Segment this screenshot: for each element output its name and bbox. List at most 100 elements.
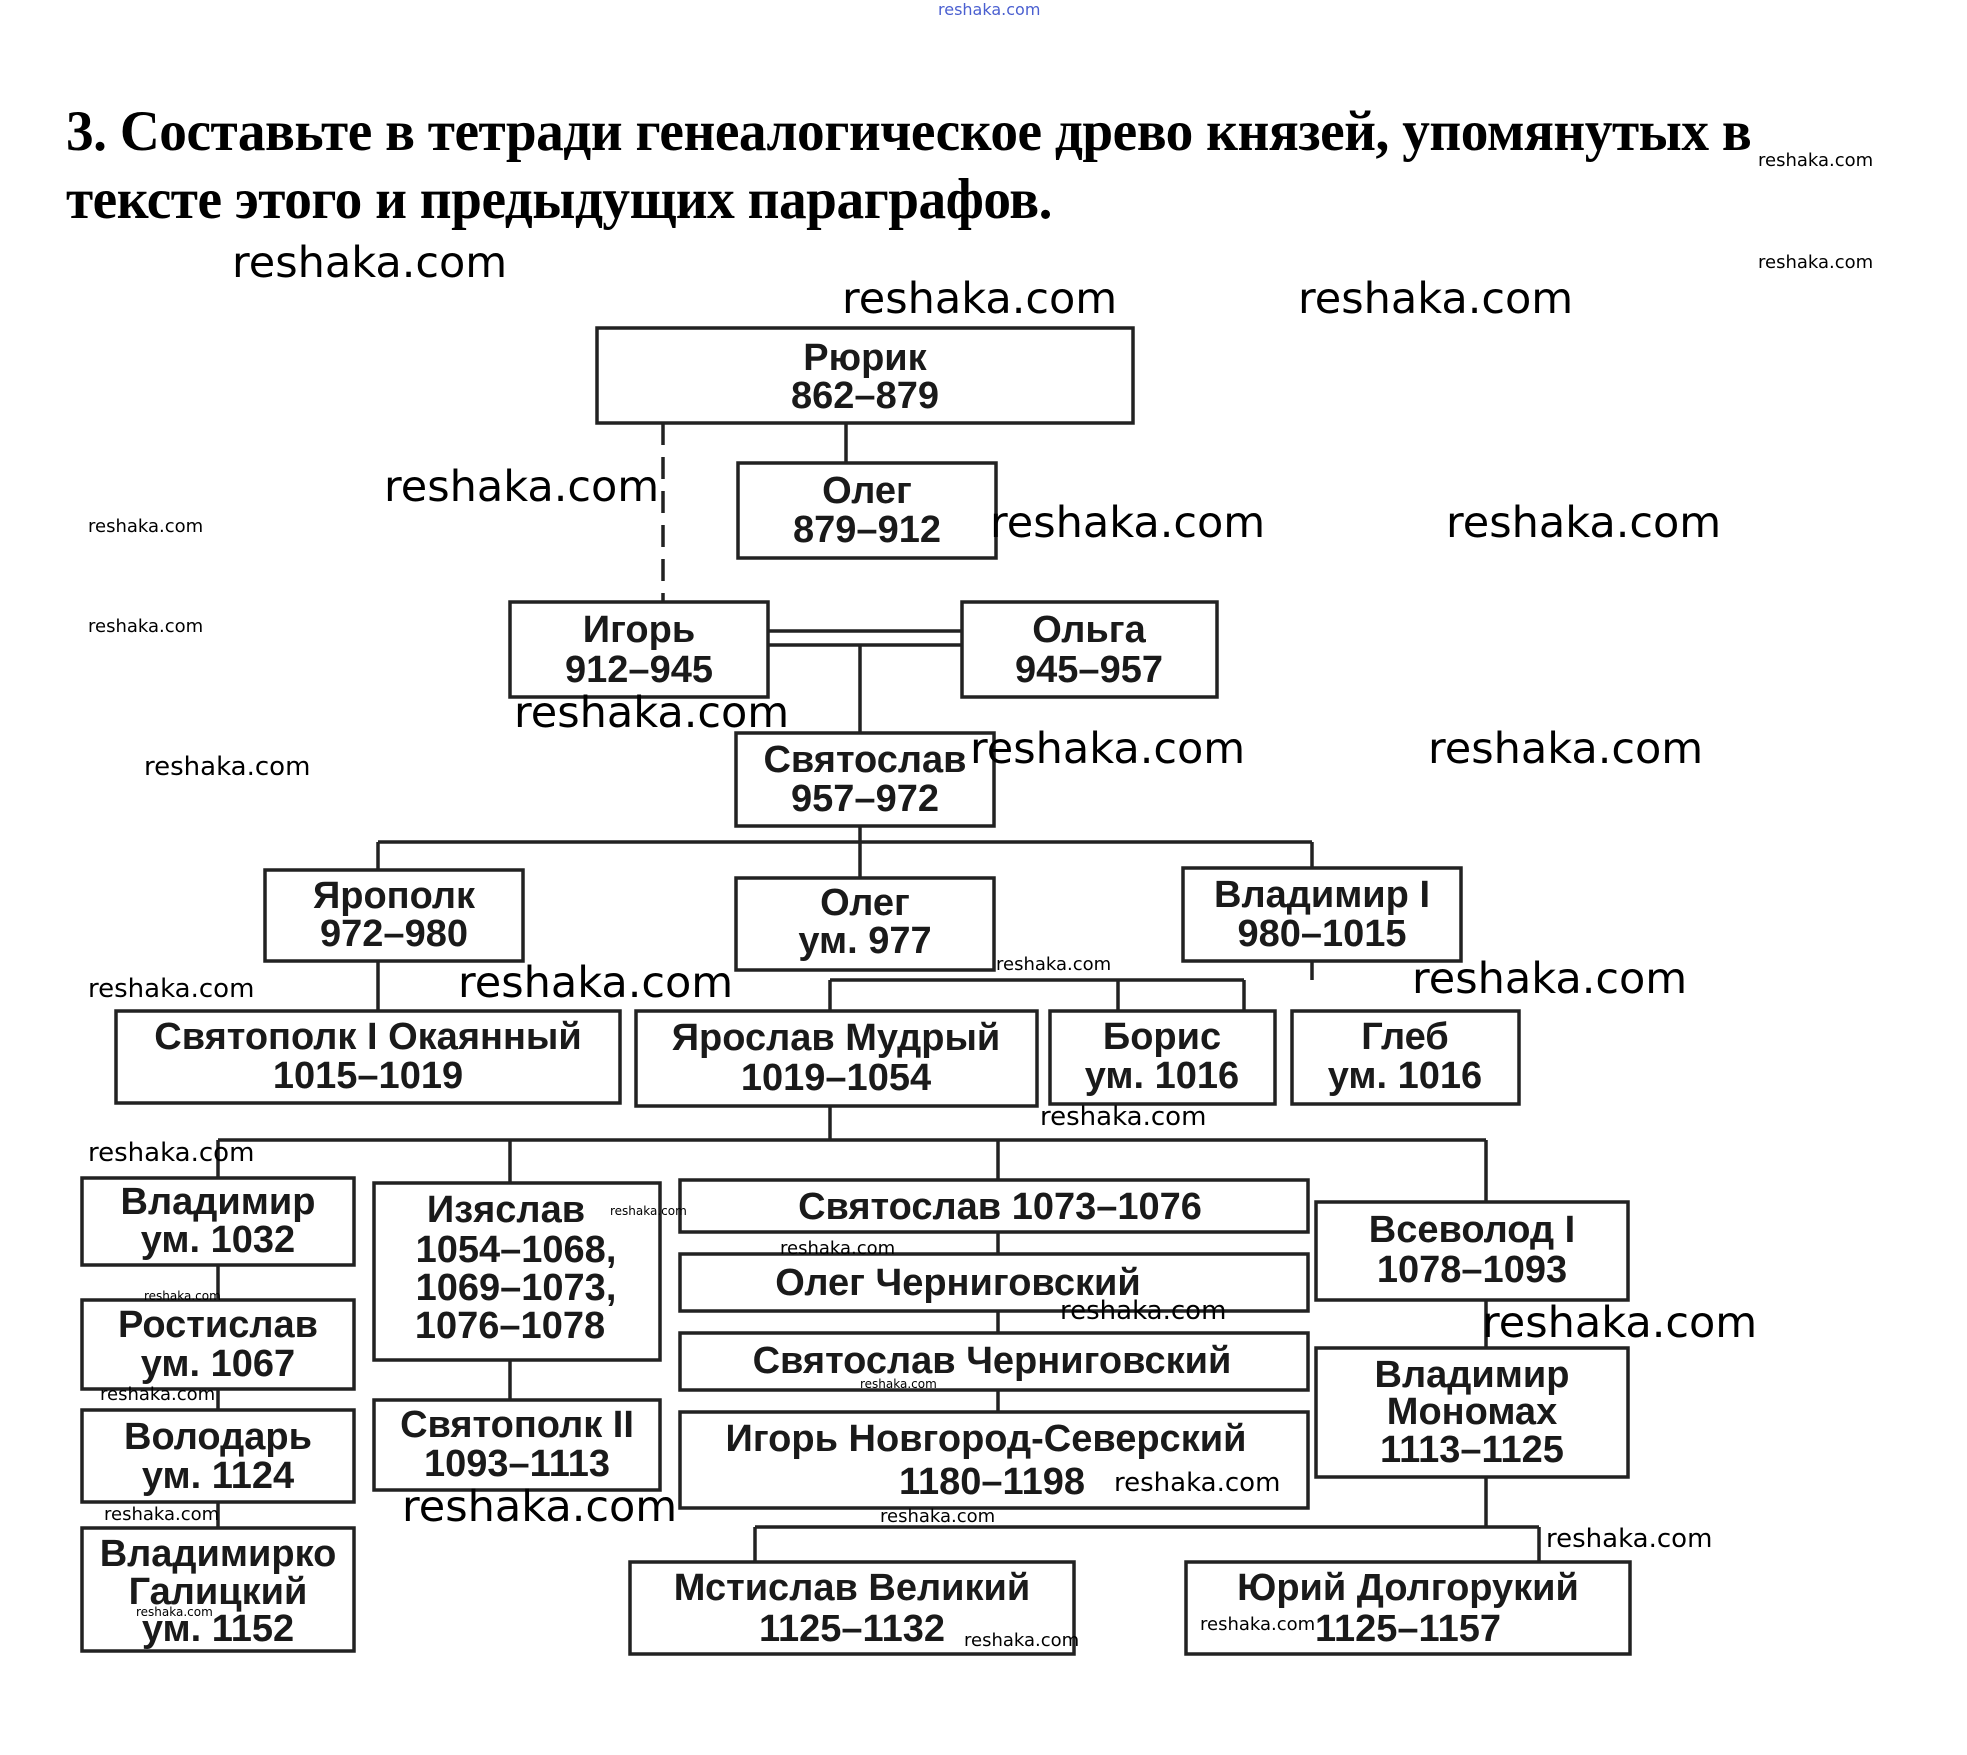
- task-heading-line-1: 3. Составьте в тетради генеалогическое д…: [66, 100, 1752, 163]
- watermark: reshaka.com: [938, 0, 1041, 19]
- watermark: reshaka.com: [1482, 1298, 1758, 1348]
- node-name: Юрий Долгорукий: [1237, 1567, 1579, 1609]
- node-mstislav: Мстислав Великий 1125–1132: [628, 1560, 1076, 1656]
- node-name: Святополк II: [400, 1404, 634, 1446]
- node-igor: Игорь 912–945: [508, 600, 770, 699]
- watermark: reshaka.com: [144, 752, 311, 782]
- node-dates: ум. 1124: [142, 1455, 294, 1497]
- node-name: Рюрик: [803, 337, 927, 379]
- node-yaropolk: Ярополк 972–980: [263, 868, 525, 963]
- node-name: Олег Черниговский: [775, 1262, 1140, 1304]
- node-name: Ярослав Мудрый: [672, 1017, 1001, 1059]
- node-dates: 1093–1113: [424, 1443, 610, 1485]
- node-vladimir-1: Владимир I 980–1015: [1181, 866, 1463, 963]
- watermark: reshaka.com: [88, 516, 204, 537]
- watermark: reshaka.com: [136, 1605, 213, 1619]
- node-name-2: Мономах: [1387, 1391, 1557, 1433]
- watermark: reshaka.com: [1060, 1296, 1227, 1326]
- node-name: Владимир I: [1214, 874, 1430, 916]
- node-name: Святослав Черниговский: [753, 1340, 1232, 1382]
- node-svyatoslav-chernigov: Святослав Черниговский: [678, 1331, 1310, 1392]
- watermark: reshaka.com: [1298, 274, 1574, 324]
- node-name: Олег: [822, 470, 912, 512]
- watermark: reshaka.com: [458, 958, 734, 1008]
- node-name: Святослав: [763, 739, 966, 781]
- node-boris: Борис ум. 1016: [1048, 1009, 1277, 1106]
- node-dates: 1019–1054: [741, 1057, 931, 1099]
- node-name: Глеб: [1361, 1016, 1448, 1058]
- watermark: reshaka.com: [232, 238, 508, 288]
- node-dates: 1015–1019: [273, 1055, 463, 1097]
- watermark: reshaka.com: [970, 724, 1246, 774]
- node-name: Олег: [820, 882, 910, 924]
- watermark: reshaka.com: [780, 1238, 896, 1259]
- node-name: Володарь: [124, 1416, 312, 1458]
- node-svyatopolk-1: Святополк I Окаянный 1015–1019: [114, 1009, 622, 1105]
- watermark: reshaka.com: [842, 274, 1118, 324]
- node-dates: 1113–1125: [1380, 1429, 1564, 1471]
- node-name: Ростислав: [118, 1304, 318, 1346]
- node-dates: 945–957: [1015, 649, 1163, 691]
- node-dates: ум. 1016: [1328, 1055, 1482, 1097]
- node-dates: 912–945: [565, 649, 713, 691]
- node-yuri: Юрий Долгорукий 1125–1157: [1184, 1560, 1632, 1656]
- node-name: Игорь Новгород-Северский: [726, 1418, 1247, 1460]
- node-name: Борис: [1103, 1016, 1221, 1058]
- node-oleg-977: Олег ум. 977: [734, 876, 996, 972]
- node-vladimir-monomakh: Владимир Мономах 1113–1125: [1314, 1346, 1630, 1479]
- watermark: reshaka.com: [384, 462, 660, 512]
- node-name: Владимир: [121, 1181, 316, 1223]
- watermark: reshaka.com: [88, 1138, 255, 1168]
- task-heading: 3. Составьте в тетради генеалогическое д…: [66, 98, 1890, 234]
- watermark: reshaka.com: [964, 1630, 1080, 1651]
- node-svyatoslav-1073: Святослав 1073–1076: [678, 1178, 1310, 1234]
- watermark: reshaka.com: [1040, 1102, 1207, 1132]
- node-dates: 972–980: [320, 913, 468, 955]
- watermark: reshaka.com: [88, 616, 204, 637]
- watermark: reshaka.com: [996, 954, 1112, 975]
- watermark: reshaka.com: [514, 688, 790, 738]
- node-dates: 1125–1132: [759, 1608, 945, 1650]
- node-gleb: Глеб ум. 1016: [1290, 1009, 1521, 1106]
- watermark: reshaka.com: [144, 1289, 221, 1303]
- watermark: reshaka.com: [1428, 724, 1704, 774]
- node-oleg-chernigov: Олег Черниговский: [678, 1252, 1310, 1313]
- node-name: Мстислав Великий: [674, 1567, 1030, 1609]
- node-dates: 1054–1068,: [416, 1229, 617, 1271]
- node-name: Владимир: [1375, 1354, 1570, 1396]
- watermark: reshaka.com: [1412, 954, 1688, 1004]
- node-name: Игорь: [583, 609, 695, 651]
- watermark: reshaka.com: [990, 498, 1266, 548]
- node-name: Владимирко: [100, 1533, 337, 1575]
- node-yaroslav: Ярослав Мудрый 1019–1054: [634, 1009, 1039, 1108]
- watermark: reshaka.com: [1546, 1524, 1713, 1554]
- node-svyatopolk-2: Святополк II 1093–1113: [372, 1398, 662, 1492]
- node-svyatoslav: Святослав 957–972: [734, 731, 996, 828]
- node-rostislav: Ростислав ум. 1067: [80, 1298, 356, 1391]
- watermark: reshaka.com: [88, 974, 255, 1004]
- node-dates-2: 1069–1073,: [416, 1267, 617, 1309]
- node-izyaslav: Изяслав 1054–1068, 1069–1073, 1076–1078: [372, 1181, 662, 1362]
- node-dates: 1125–1157: [1315, 1608, 1501, 1650]
- node-name-2: Галицкий: [129, 1571, 308, 1613]
- node-name: Изяслав: [427, 1189, 585, 1231]
- watermark: reshaka.com: [880, 1506, 996, 1527]
- watermark: reshaka.com: [402, 1482, 678, 1532]
- node-dates: ум. 1032: [141, 1219, 295, 1261]
- node-name: Ярополк: [313, 875, 476, 917]
- node-dates: ум. 1152: [142, 1608, 294, 1650]
- node-dates: ум. 1067: [141, 1343, 295, 1385]
- watermark: reshaka.com: [1200, 1614, 1316, 1635]
- node-volodar: Володарь ум. 1124: [80, 1408, 356, 1504]
- node-dates: 957–972: [791, 778, 939, 820]
- node-dates: 862–879: [791, 375, 939, 417]
- node-dates: ум. 1016: [1085, 1055, 1239, 1097]
- node-rurik: Рюрик 862–879: [595, 326, 1135, 425]
- node-igor-novgorod-seversky: Игорь Новгород-Северский 1180–1198: [678, 1410, 1310, 1510]
- node-vsevolod-1: Всеволод I 1078–1093: [1314, 1200, 1630, 1302]
- connectors: [216, 423, 1541, 1562]
- task-heading-line-2: тексте этого и предыдущих параграфов.: [66, 168, 1052, 231]
- watermark: reshaka.com: [860, 1377, 937, 1391]
- node-olga: Ольга 945–957: [960, 600, 1219, 699]
